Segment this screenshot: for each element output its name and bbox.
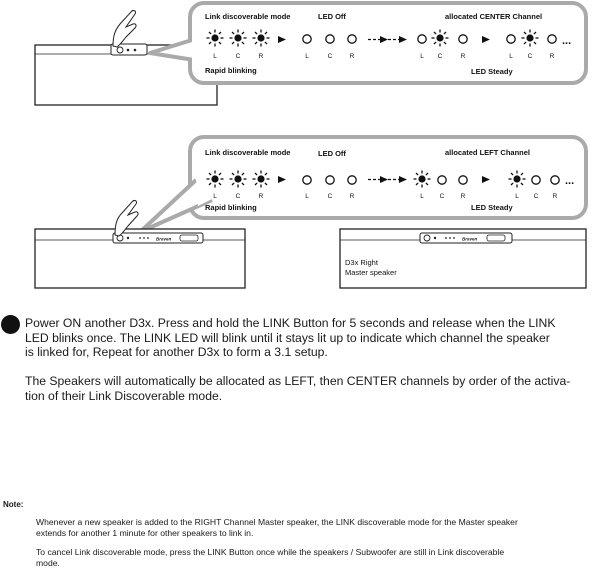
- channel-letter: C: [328, 53, 333, 60]
- led-steady-label: LED Steady: [471, 67, 514, 76]
- channel-letter: R: [350, 193, 355, 200]
- finger-icon: [114, 200, 139, 237]
- callout-bubble-1: [148, 1, 588, 85]
- led-blinking-icon: [252, 170, 270, 188]
- led-blinking-icon: [431, 29, 449, 47]
- step-bullet-icon: [1, 315, 20, 334]
- master-speaker: Braven: [339, 228, 587, 289]
- led-off-icon: [550, 175, 560, 185]
- ellipsis: ...: [562, 35, 571, 47]
- note-label: Note:: [3, 500, 24, 509]
- led-off-icon: [531, 175, 541, 185]
- note-line: mode.: [36, 557, 60, 568]
- arrow-icon: [278, 176, 286, 183]
- led-off-label: LED Off: [318, 12, 346, 21]
- link-discoverable-label: Link discoverable mode: [205, 12, 290, 21]
- channel-letter: L: [515, 193, 519, 200]
- led-off-icon: [506, 34, 516, 44]
- note-line: extends for another 1 minute for other s…: [36, 527, 254, 538]
- led-off-icon: [458, 175, 468, 185]
- channel-letter: L: [213, 193, 217, 200]
- led-blinking-icon: [206, 170, 224, 188]
- channel-letter: C: [328, 193, 333, 200]
- speaker-2: Braven: [34, 228, 246, 289]
- master-speaker-label-line2: Master speaker: [345, 268, 397, 277]
- channel-letter: L: [509, 53, 513, 60]
- channel-letter: R: [350, 53, 355, 60]
- led-off-icon: [417, 34, 427, 44]
- led-blinking-icon: [252, 29, 270, 47]
- channel-letter: L: [420, 193, 424, 200]
- step-line: is linked for, Repeat for another D3x to…: [25, 345, 328, 359]
- led-blinking-icon: [413, 170, 431, 188]
- link-discoverable-label: Link discoverable mode: [205, 148, 290, 157]
- led-steady-icon: [521, 29, 539, 47]
- channel-letter: R: [553, 193, 558, 200]
- led-blinking-icon: [206, 29, 224, 47]
- led-off-icon: [302, 34, 312, 44]
- channel-letter: R: [259, 53, 264, 60]
- channel-letter: C: [528, 53, 533, 60]
- channel-letter: L: [213, 53, 217, 60]
- step-line: The Speakers will automatically be alloc…: [25, 374, 571, 388]
- channel-letter: C: [236, 193, 241, 200]
- led-sequence-1: [206, 29, 557, 47]
- step-line: tion of their Link Discoverable mode.: [25, 388, 223, 403]
- allocated-channel-label: allocated CENTER Channel: [445, 12, 542, 21]
- svg-text:Braven: Braven: [156, 237, 172, 242]
- note-line: To cancel Link discoverable mode, press …: [36, 547, 505, 557]
- allocated-channel-label: allocated LEFT Channel: [445, 148, 530, 157]
- arrow-icon: [482, 176, 490, 183]
- led-off-label: LED Off: [318, 149, 346, 158]
- channel-letter: C: [534, 193, 539, 200]
- channel-letter: L: [305, 193, 309, 200]
- step-line: LED blinks once. The LINK LED will blink…: [25, 330, 550, 345]
- finger-icon: [112, 10, 137, 48]
- led-off-icon: [302, 175, 312, 185]
- arrow-icon: [278, 36, 286, 43]
- led-off-icon: [347, 175, 357, 185]
- note-line: Whenever a new speaker is added to the R…: [36, 517, 518, 527]
- master-speaker-label-line1: D3x Right: [345, 258, 379, 267]
- svg-text:Braven: Braven: [462, 237, 478, 242]
- led-off-icon: [325, 34, 335, 44]
- dashed-arrow-icon: [368, 36, 407, 43]
- channel-letter: C: [236, 53, 241, 60]
- led-off-icon: [547, 34, 557, 44]
- led-off-icon: [347, 34, 357, 44]
- led-blinking-icon: [229, 170, 247, 188]
- rapid-blinking-label: Rapid blinking: [205, 66, 257, 75]
- channel-letter: R: [461, 193, 466, 200]
- led-off-icon: [325, 175, 335, 185]
- channel-letter: C: [438, 53, 443, 60]
- note-body: Whenever a new speaker is added to the R…: [36, 517, 594, 568]
- channel-letter: L: [420, 53, 424, 60]
- led-off-icon: [437, 175, 447, 185]
- dashed-arrow-icon: [368, 176, 407, 183]
- led-sequence-2: [206, 170, 560, 188]
- step-instructions: Power ON another D3x. Press and hold the…: [25, 316, 595, 403]
- led-steady-label: LED Steady: [471, 203, 514, 212]
- channel-letter: R: [550, 53, 555, 60]
- rapid-blinking-label: Rapid blinking: [205, 203, 257, 212]
- led-off-icon: [458, 34, 468, 44]
- diagram-illustration: Braven Braven: [34, 1, 588, 289]
- channel-letter: C: [440, 193, 445, 200]
- channel-letter: R: [461, 53, 466, 60]
- ellipsis: ...: [565, 175, 574, 187]
- channel-letter: R: [259, 193, 264, 200]
- channel-letter: L: [305, 53, 309, 60]
- led-blinking-icon: [229, 29, 247, 47]
- led-steady-icon: [508, 170, 526, 188]
- step-line: Power ON another D3x. Press and hold the…: [25, 316, 556, 330]
- arrow-icon: [482, 36, 490, 43]
